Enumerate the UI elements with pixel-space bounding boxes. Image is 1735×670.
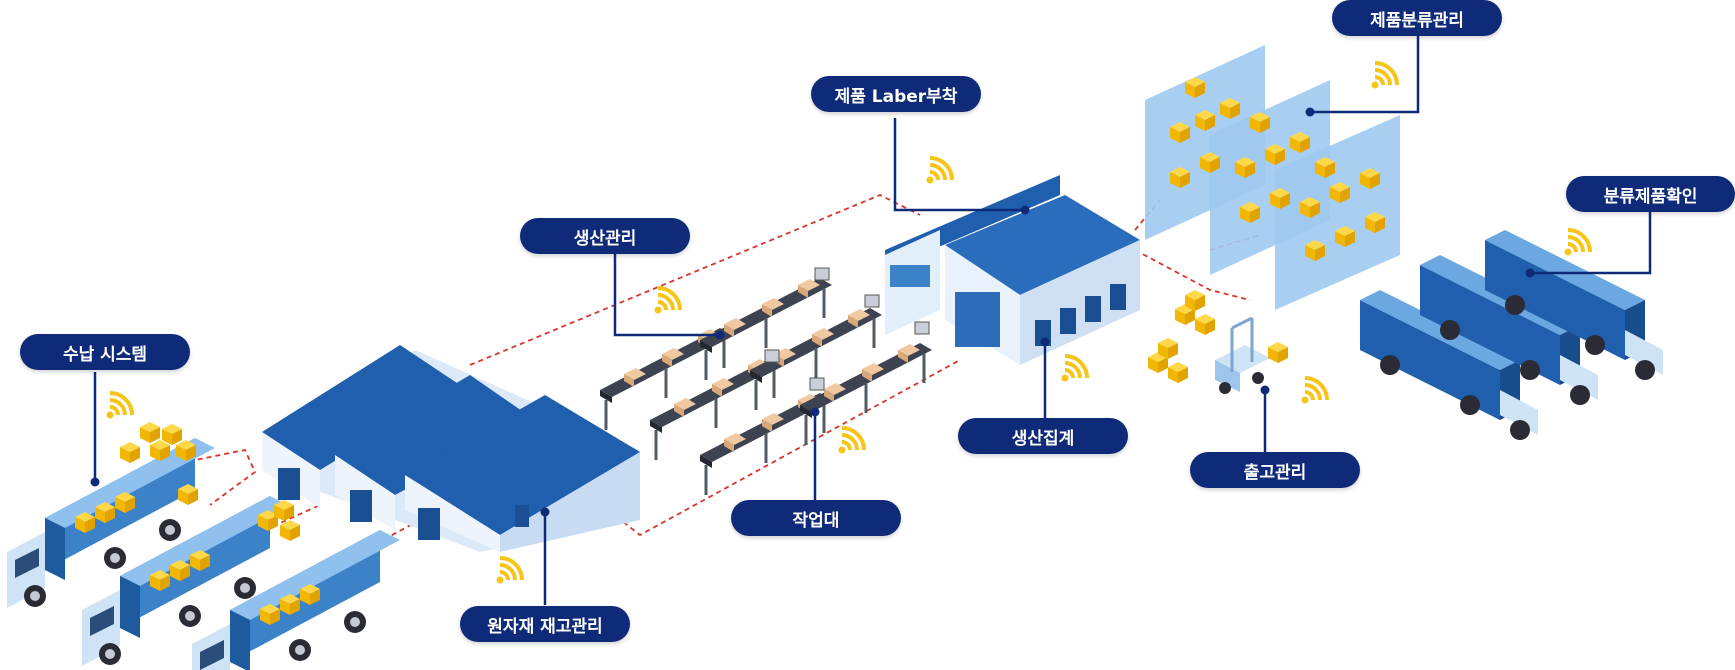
label-sorted-product-check: 분류제품확인 xyxy=(1566,176,1735,212)
conveyor-icon xyxy=(598,267,934,497)
connector-dots xyxy=(90,107,1535,517)
wifi-icon xyxy=(924,156,954,186)
callout-connectors xyxy=(93,36,1652,605)
forklift-icon xyxy=(1148,290,1288,394)
label-production-aggregate: 생산집계 xyxy=(958,418,1128,454)
label-intake-system: 수납 시스템 xyxy=(20,334,190,370)
warehouse-icon xyxy=(262,345,640,552)
wifi-icon xyxy=(1299,376,1329,406)
wifi-icon xyxy=(652,286,682,316)
wifi-icon xyxy=(104,391,134,421)
wifi-icon xyxy=(1369,61,1399,91)
warehouse-icon xyxy=(885,175,1140,365)
wifi-icon xyxy=(1562,228,1592,258)
outgoing-trucks xyxy=(1360,230,1663,440)
label-workbench: 작업대 xyxy=(731,500,901,536)
label-raw-material-inventory: 원자재 재고관리 xyxy=(460,606,630,642)
label-product-labeling: 제품 Laber부착 xyxy=(811,76,981,112)
wifi-icon xyxy=(836,426,866,456)
label-product-sorting: 제품분류관리 xyxy=(1332,0,1502,36)
wifi-icon xyxy=(1059,354,1089,384)
shelf-icon xyxy=(1145,45,1400,310)
label-shipping-management: 출고관리 xyxy=(1190,452,1360,488)
label-production-management: 생산관리 xyxy=(520,218,690,254)
wifi-icon xyxy=(494,556,524,586)
